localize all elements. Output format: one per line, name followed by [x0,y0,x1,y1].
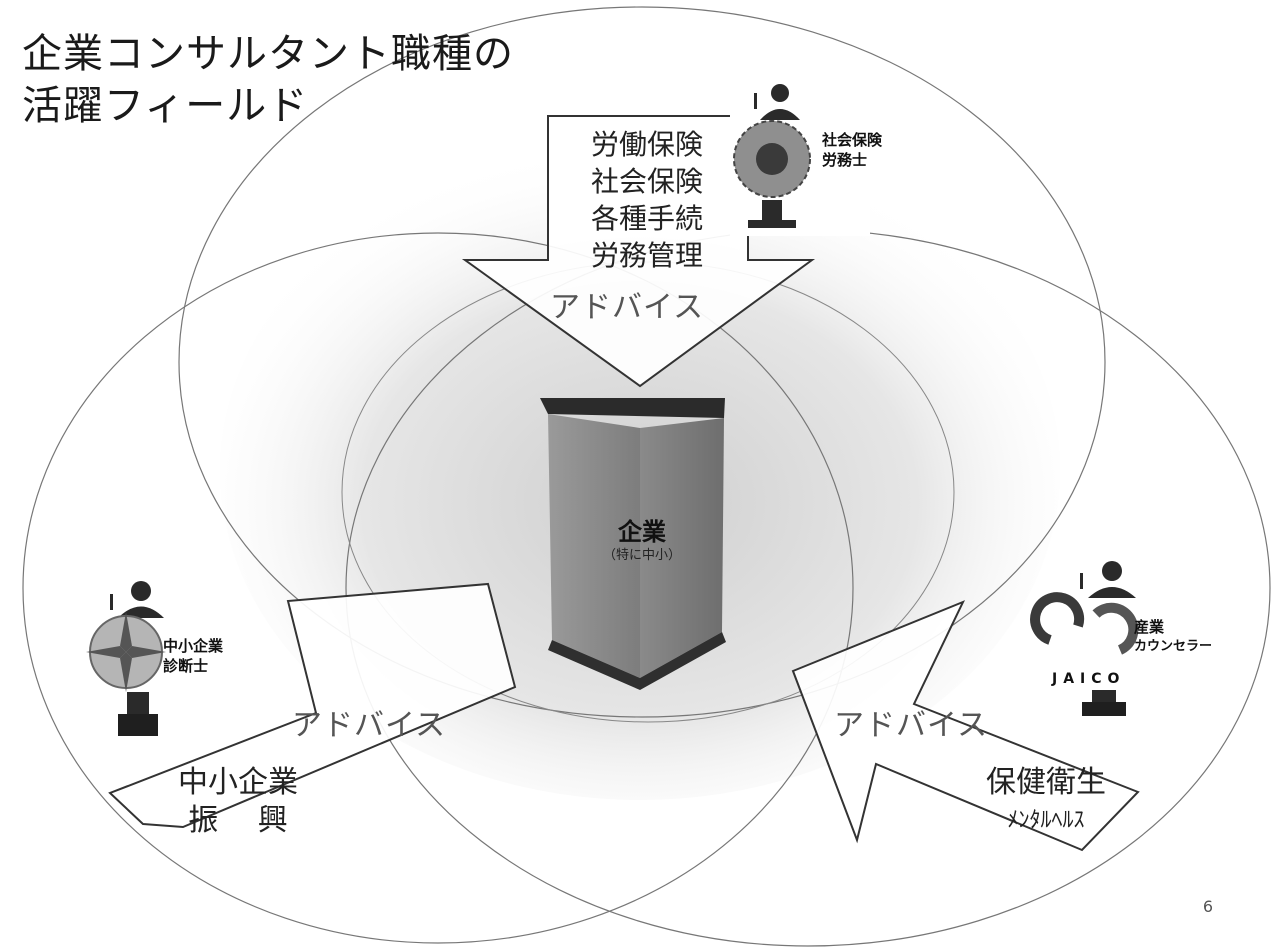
right-advice-label: アドバイス [834,708,989,743]
top-arrow-line-2: 社会保険 [590,165,703,198]
cert-label-top: 社会保険 労務士 [822,130,882,170]
left-arrow-line-2: 振 興 [188,803,288,838]
cert-label-right: 産業 カウンセラー [1134,617,1212,657]
circle-top [178,6,1106,718]
cert-label-left-line-1: 中小企業 [163,637,224,655]
right-arrow-line-1: 保健衛生 [986,765,1106,800]
left-arrow-label: 中小企業 振 興 [168,764,308,840]
cert-label-top-line-2: 労務士 [822,151,868,169]
left-arrow [108,582,517,829]
compass-emblem-icon [86,581,166,736]
chrysanthemum-emblem-icon [730,84,870,236]
company-pillar [540,398,726,690]
left-advice-label: アドバイス [292,708,447,743]
circle-left [22,232,854,944]
top-arrow-line-4: 労務管理 [590,239,703,272]
right-arrow [791,600,1140,852]
jaico-logo-icon [1030,561,1139,716]
cert-label-right-line-2: カウンセラー [1134,639,1213,654]
page-number: 6 [1202,897,1213,916]
jaico-logo-text: JAICO [1052,671,1126,687]
right-arrow-line-2: ﾒﾝﾀﾙﾍﾙｽ [1007,808,1085,833]
company-label: 企業 [618,518,666,546]
page-title-line-1: 企業コンサルタント職種の [22,31,514,77]
company-sublabel: （特に中小） [602,548,681,563]
cert-label-left-line-2: 診断士 [163,657,209,675]
page-title: 企業コンサルタント職種の 活躍フィールド [22,28,514,132]
top-arrow-label: 労働保険 社会保険 各種手続 労務管理 [572,126,722,274]
page-title-line-2: 活躍フィールド [22,83,309,129]
top-advice-label: アドバイス [550,290,705,325]
right-arrow-label: 保健衛生 ﾒﾝﾀﾙﾍﾙｽ [966,764,1126,840]
top-arrow-line-1: 労働保険 [590,128,703,161]
top-arrow-line-3: 各種手続 [590,202,703,235]
cert-label-left: 中小企業 診断士 [163,636,223,676]
cert-label-right-line-1: 産業 [1134,618,1165,636]
left-arrow-line-1: 中小企業 [178,765,298,800]
cert-label-top-line-1: 社会保険 [822,131,883,149]
